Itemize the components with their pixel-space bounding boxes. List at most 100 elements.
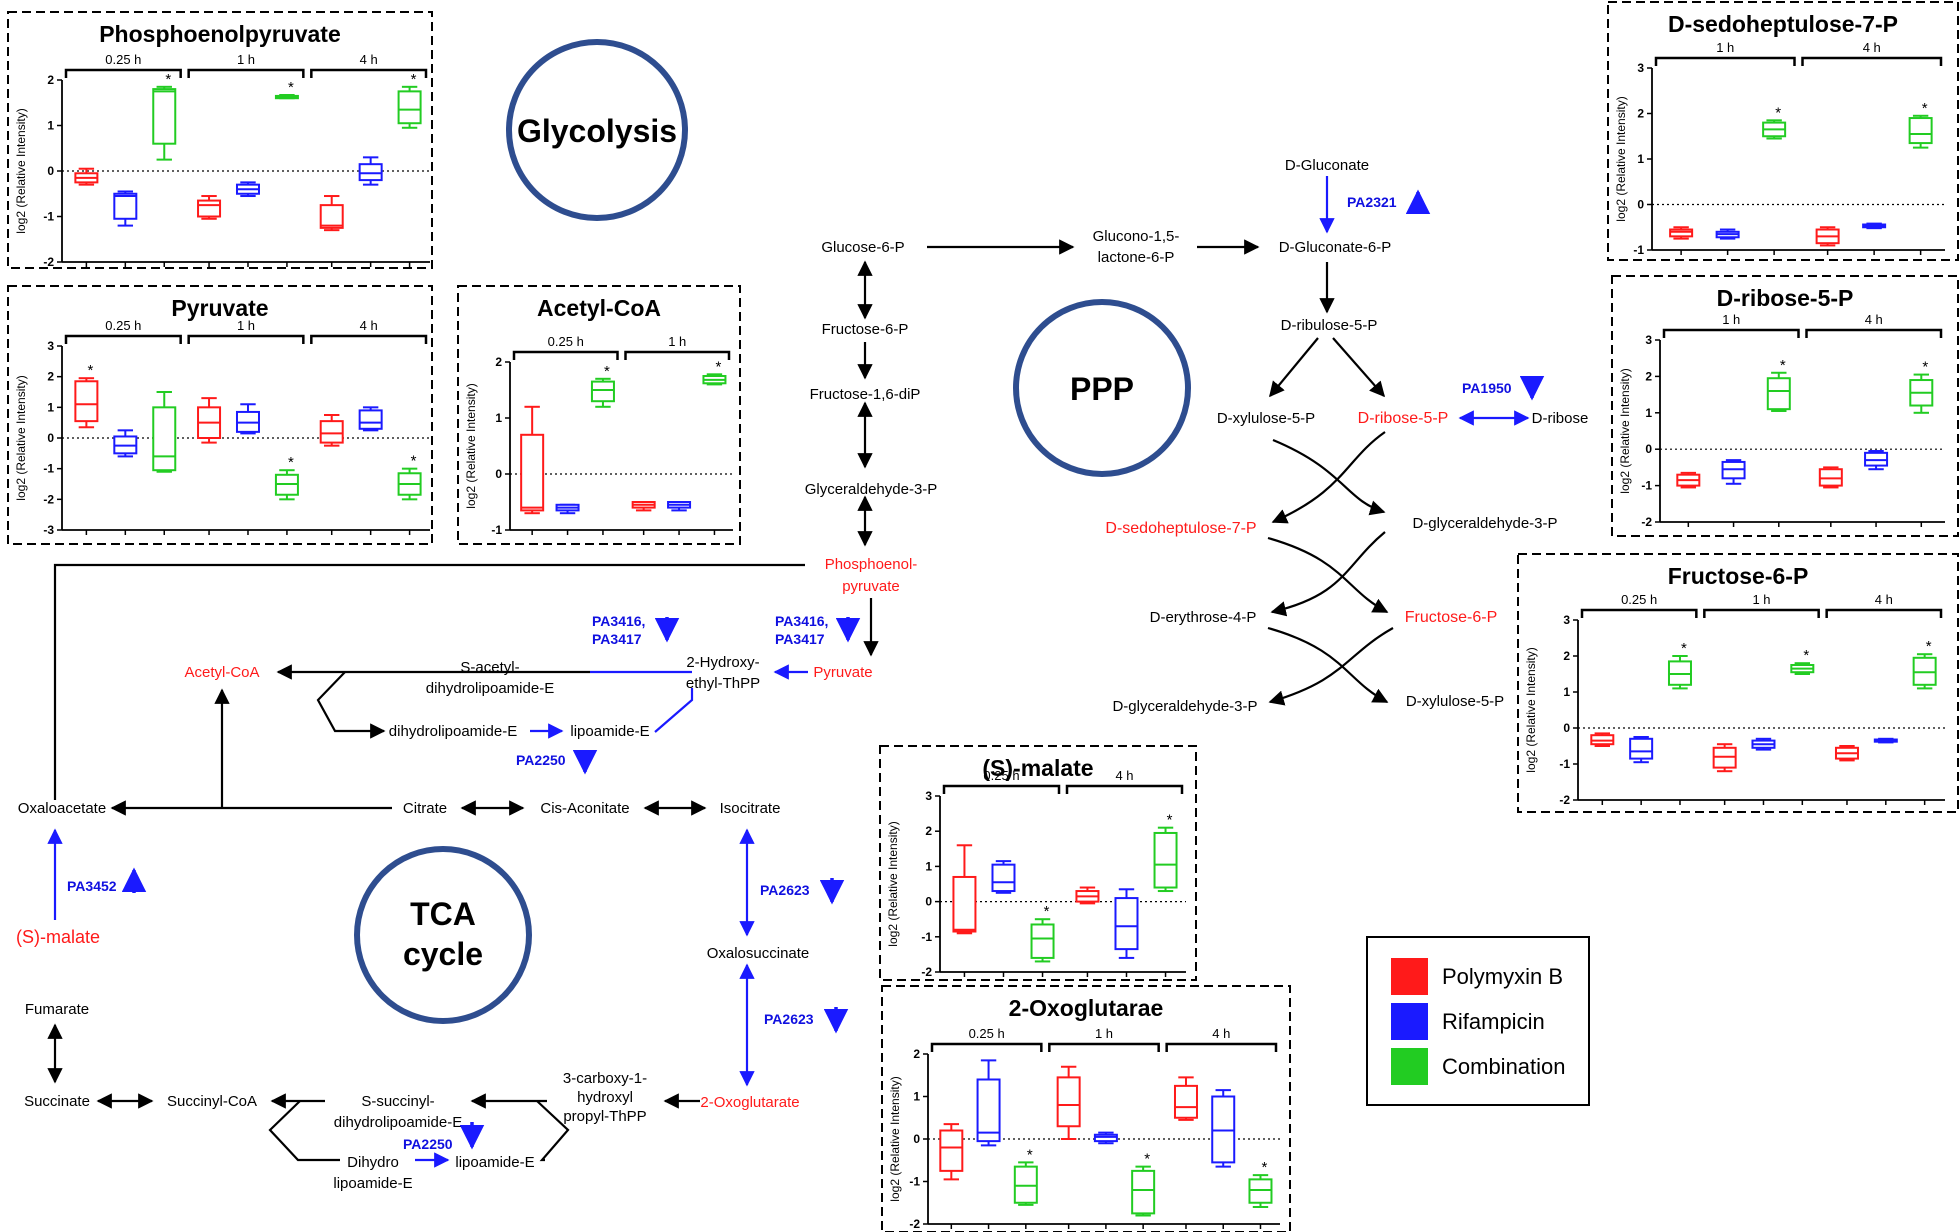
legend: Polymyxin B Rifampicin Combination (1366, 936, 1590, 1106)
box-combination (152, 391, 177, 535)
metabolite-oxalosuccinate: Oxalosuccinate (707, 945, 810, 962)
box-rifampicin (358, 156, 383, 267)
metabolite-s-acetyl-line2: dihydrolipoamide-E (426, 680, 554, 697)
group-label: 1 h (1716, 40, 1734, 55)
tca-blue-arrows (47, 828, 755, 1168)
box-combination: * (1153, 812, 1178, 977)
legend-swatch-combination (1391, 1048, 1428, 1085)
enzyme-pa1950: PA1950 (1462, 380, 1512, 396)
box-iqr (319, 420, 344, 444)
box-polymyxin-b: * (74, 362, 99, 535)
metabolite-carboxy-thpp-line2: hydroxyl (577, 1089, 633, 1106)
box-polymyxin-b (74, 167, 99, 267)
box-iqr (1248, 1178, 1273, 1204)
box-iqr (1131, 1169, 1156, 1215)
significance-star: * (1926, 638, 1932, 655)
box-combination: * (1762, 104, 1787, 255)
metabolite-fructose-6-p: Fructose-6-P (822, 321, 909, 338)
metabolite-gluconolactone-line1: Glucono-1,5- (1093, 228, 1180, 245)
metabolite-lipoamide: lipoamide-E (570, 723, 649, 740)
y-axis-label: log2 (Relative Intensity) (1524, 647, 1538, 772)
box-iqr (152, 88, 177, 145)
ppp-label: PPP (1070, 371, 1134, 407)
box-iqr (319, 204, 344, 229)
y-axis-label: log2 (Relative Intensity) (1618, 368, 1632, 493)
box-iqr (1030, 923, 1055, 959)
enzyme-labels: PA2321 PA1950 PA3416, PA3417 PA3416, PA3… (67, 194, 1512, 1152)
metabolite-d-ribose: D-ribose (1532, 410, 1589, 427)
y-axis-label: log2 (Relative Intensity) (888, 1076, 902, 1201)
y-tick-label: 0 (47, 164, 54, 178)
tca-label-line1: TCA (410, 896, 476, 932)
metabolite-dihydrolipoamide: dihydrolipoamide-E (389, 723, 517, 740)
panel-border (7, 11, 433, 269)
significance-star: * (165, 71, 171, 88)
legend-swatch-rifampicin (1391, 1003, 1428, 1040)
y-tick-label: -1 (43, 210, 54, 224)
box-iqr (113, 192, 138, 220)
group-label: 0.25 h (1621, 592, 1657, 607)
metabolite-fumarate: Fumarate (25, 1001, 89, 1018)
box-polymyxin-b (1075, 886, 1100, 977)
metabolite-s-acetyl-line1: S-acetyl- (460, 659, 519, 676)
box-rifampicin (113, 190, 138, 267)
box-iqr (74, 380, 99, 423)
y-tick-label: 1 (913, 1090, 920, 1104)
box-iqr (1211, 1095, 1236, 1164)
group-bracket (1580, 608, 1698, 618)
y-tick-label: 3 (1637, 61, 1644, 75)
y-tick-label: 2 (1563, 649, 1570, 663)
box-iqr (1114, 897, 1139, 951)
panel-border (1607, 1, 1959, 261)
y-tick-label: 2 (47, 73, 54, 87)
metabolite-cis-aconitate: Cis-Aconitate (540, 800, 629, 817)
tca-arrows (47, 800, 707, 1162)
y-tick-label: 0 (925, 895, 932, 909)
y-axis-label: log2 (Relative Intensity) (14, 375, 28, 500)
y-axis-label: log2 (Relative Intensity) (1614, 96, 1628, 221)
ppp-arrows (1267, 262, 1394, 706)
significance-star: * (288, 79, 294, 96)
group-label: 4 h (360, 318, 378, 333)
box-rifampicin (976, 1059, 1001, 1229)
group-label: 0.25 h (983, 768, 1019, 783)
metabolite-d-glyceraldehyde-3-p-b: D-glyceraldehyde-3-P (1112, 698, 1257, 715)
panel-title: D-sedoheptulose-7-P (1668, 11, 1898, 37)
metabolite-lipoamide-2: lipoamide-E (455, 1154, 534, 1171)
group-bracket (512, 350, 619, 360)
group-bracket (942, 784, 1061, 794)
box-rifampicin (358, 406, 383, 535)
box-rifampicin (1629, 736, 1654, 805)
group-label: 1 h (668, 334, 686, 349)
metabolite-citrate: Citrate (403, 800, 447, 817)
glycolysis-label: Glycolysis (517, 113, 677, 149)
box-iqr (1056, 1076, 1081, 1128)
box-polymyxin-b (1590, 732, 1615, 805)
group-bracket (1805, 328, 1943, 338)
box-rifampicin (1093, 1131, 1118, 1229)
significance-star: * (604, 363, 610, 380)
y-tick-label: 2 (495, 355, 502, 369)
box-combination: * (1131, 1151, 1156, 1229)
box-combination: * (274, 454, 299, 535)
metabolite-dihydrolipoamide-2-line1: Dihydro (347, 1154, 399, 1171)
panel-border (881, 985, 1291, 1232)
box-iqr (1669, 228, 1694, 238)
group-label: 0.25 h (105, 318, 141, 333)
y-tick-label: -2 (921, 965, 932, 979)
significance-star: * (1922, 100, 1928, 117)
metabolite-d-gluconate-6-p: D-Gluconate-6-P (1279, 239, 1392, 256)
box-combination: * (1030, 903, 1055, 977)
y-axis-label: log2 (Relative Intensity) (464, 383, 478, 508)
y-axis-label: log2 (Relative Intensity) (886, 821, 900, 946)
panel-border (879, 745, 1197, 981)
y-tick-label: 1 (1645, 406, 1652, 420)
group-bracket (1065, 784, 1184, 794)
legend-swatch-polymyxin (1391, 958, 1428, 995)
ppp-circle: PPP (1013, 299, 1191, 477)
significance-star: * (411, 453, 417, 470)
box-combination: * (1909, 359, 1934, 527)
